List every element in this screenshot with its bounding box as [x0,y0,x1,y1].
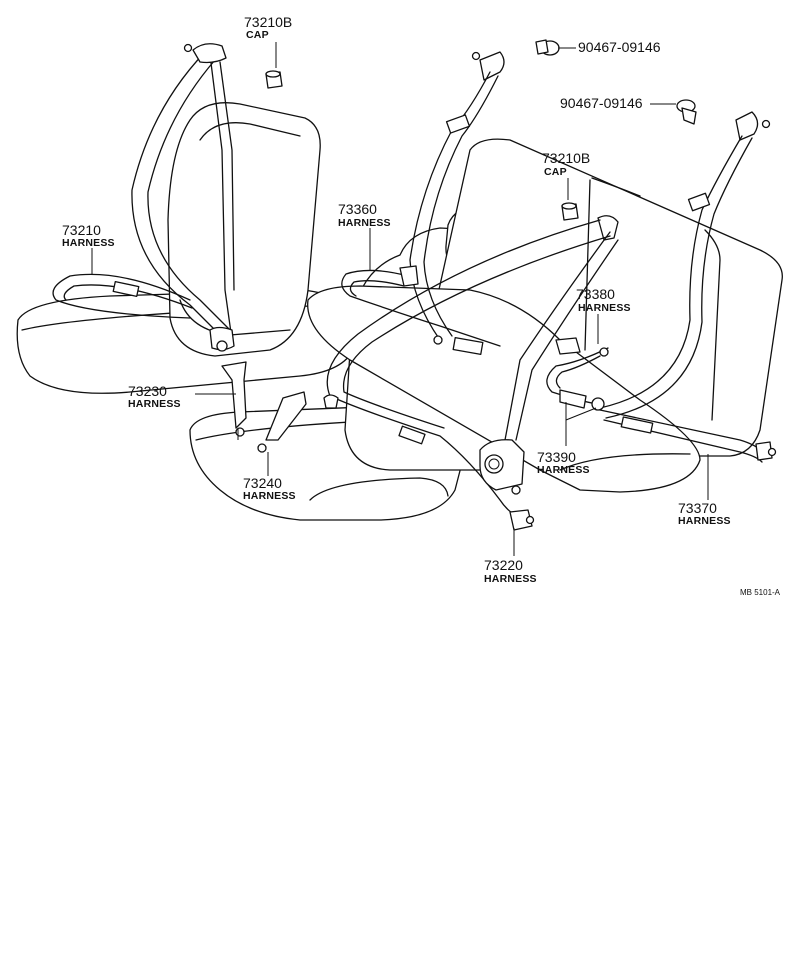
belt-73380-73390 [546,337,609,411]
part-number: 73220 [484,557,523,573]
part-name: CAP [246,29,269,41]
belt-73230 [221,361,247,440]
part-name: HARNESS [578,302,631,314]
rear-seat [307,138,783,493]
clip-90467-top [535,39,576,56]
label-73360: 73360 HARNESS [338,201,391,229]
label-73390: 73390 HARNESS [537,449,590,476]
part-name: CAP [544,166,567,178]
belt-73240 [257,391,307,453]
figure-code: MB 5101-A [740,588,781,597]
part-number: 73360 [338,201,377,217]
belt-73210 [52,43,235,352]
label-73380: 73380 HARNESS [576,286,631,314]
part-number: 73210B [542,150,590,166]
label-73370: 73370 HARNESS [678,500,731,527]
part-number: 73210B [244,14,292,30]
part-name: HARNESS [338,217,391,229]
label-73210: 73210 HARNESS [62,222,115,249]
part-number: 73380 [576,286,615,302]
label-73240: 73240 HARNESS [243,475,296,502]
front-left-seat [16,102,353,394]
part-number: 73210 [62,222,101,238]
part-name: HARNESS [678,515,731,527]
label-clip-top: 90467-09146 [578,39,661,55]
label-73220: 73220 HARNESS [484,557,537,585]
part-name: HARNESS [537,464,590,476]
part-name: HARNESS [128,398,181,410]
belt-73370 [599,111,777,463]
part-number: 73230 [128,383,167,399]
part-number: 90467-09146 [578,39,661,55]
part-number: 73240 [243,475,282,491]
belt-73220 [323,215,619,531]
clip-90467-mid [650,99,697,125]
label-clip-mid: 90467-09146 [560,95,643,111]
part-number: 73370 [678,500,717,516]
label-cap-front: 73210B CAP [244,14,292,41]
cap-73210b-front [265,70,283,89]
part-number: 90467-09146 [560,95,643,111]
label-cap-rear: 73210B CAP [542,150,590,178]
belt-73360 [341,51,505,355]
part-name: HARNESS [243,490,296,502]
part-name: HARNESS [484,573,537,585]
label-73230: 73230 HARNESS [128,383,181,410]
leader-lines [91,42,709,556]
part-number: 73390 [537,449,576,465]
cap-73210b-rear [561,202,579,221]
part-name: HARNESS [62,237,115,249]
